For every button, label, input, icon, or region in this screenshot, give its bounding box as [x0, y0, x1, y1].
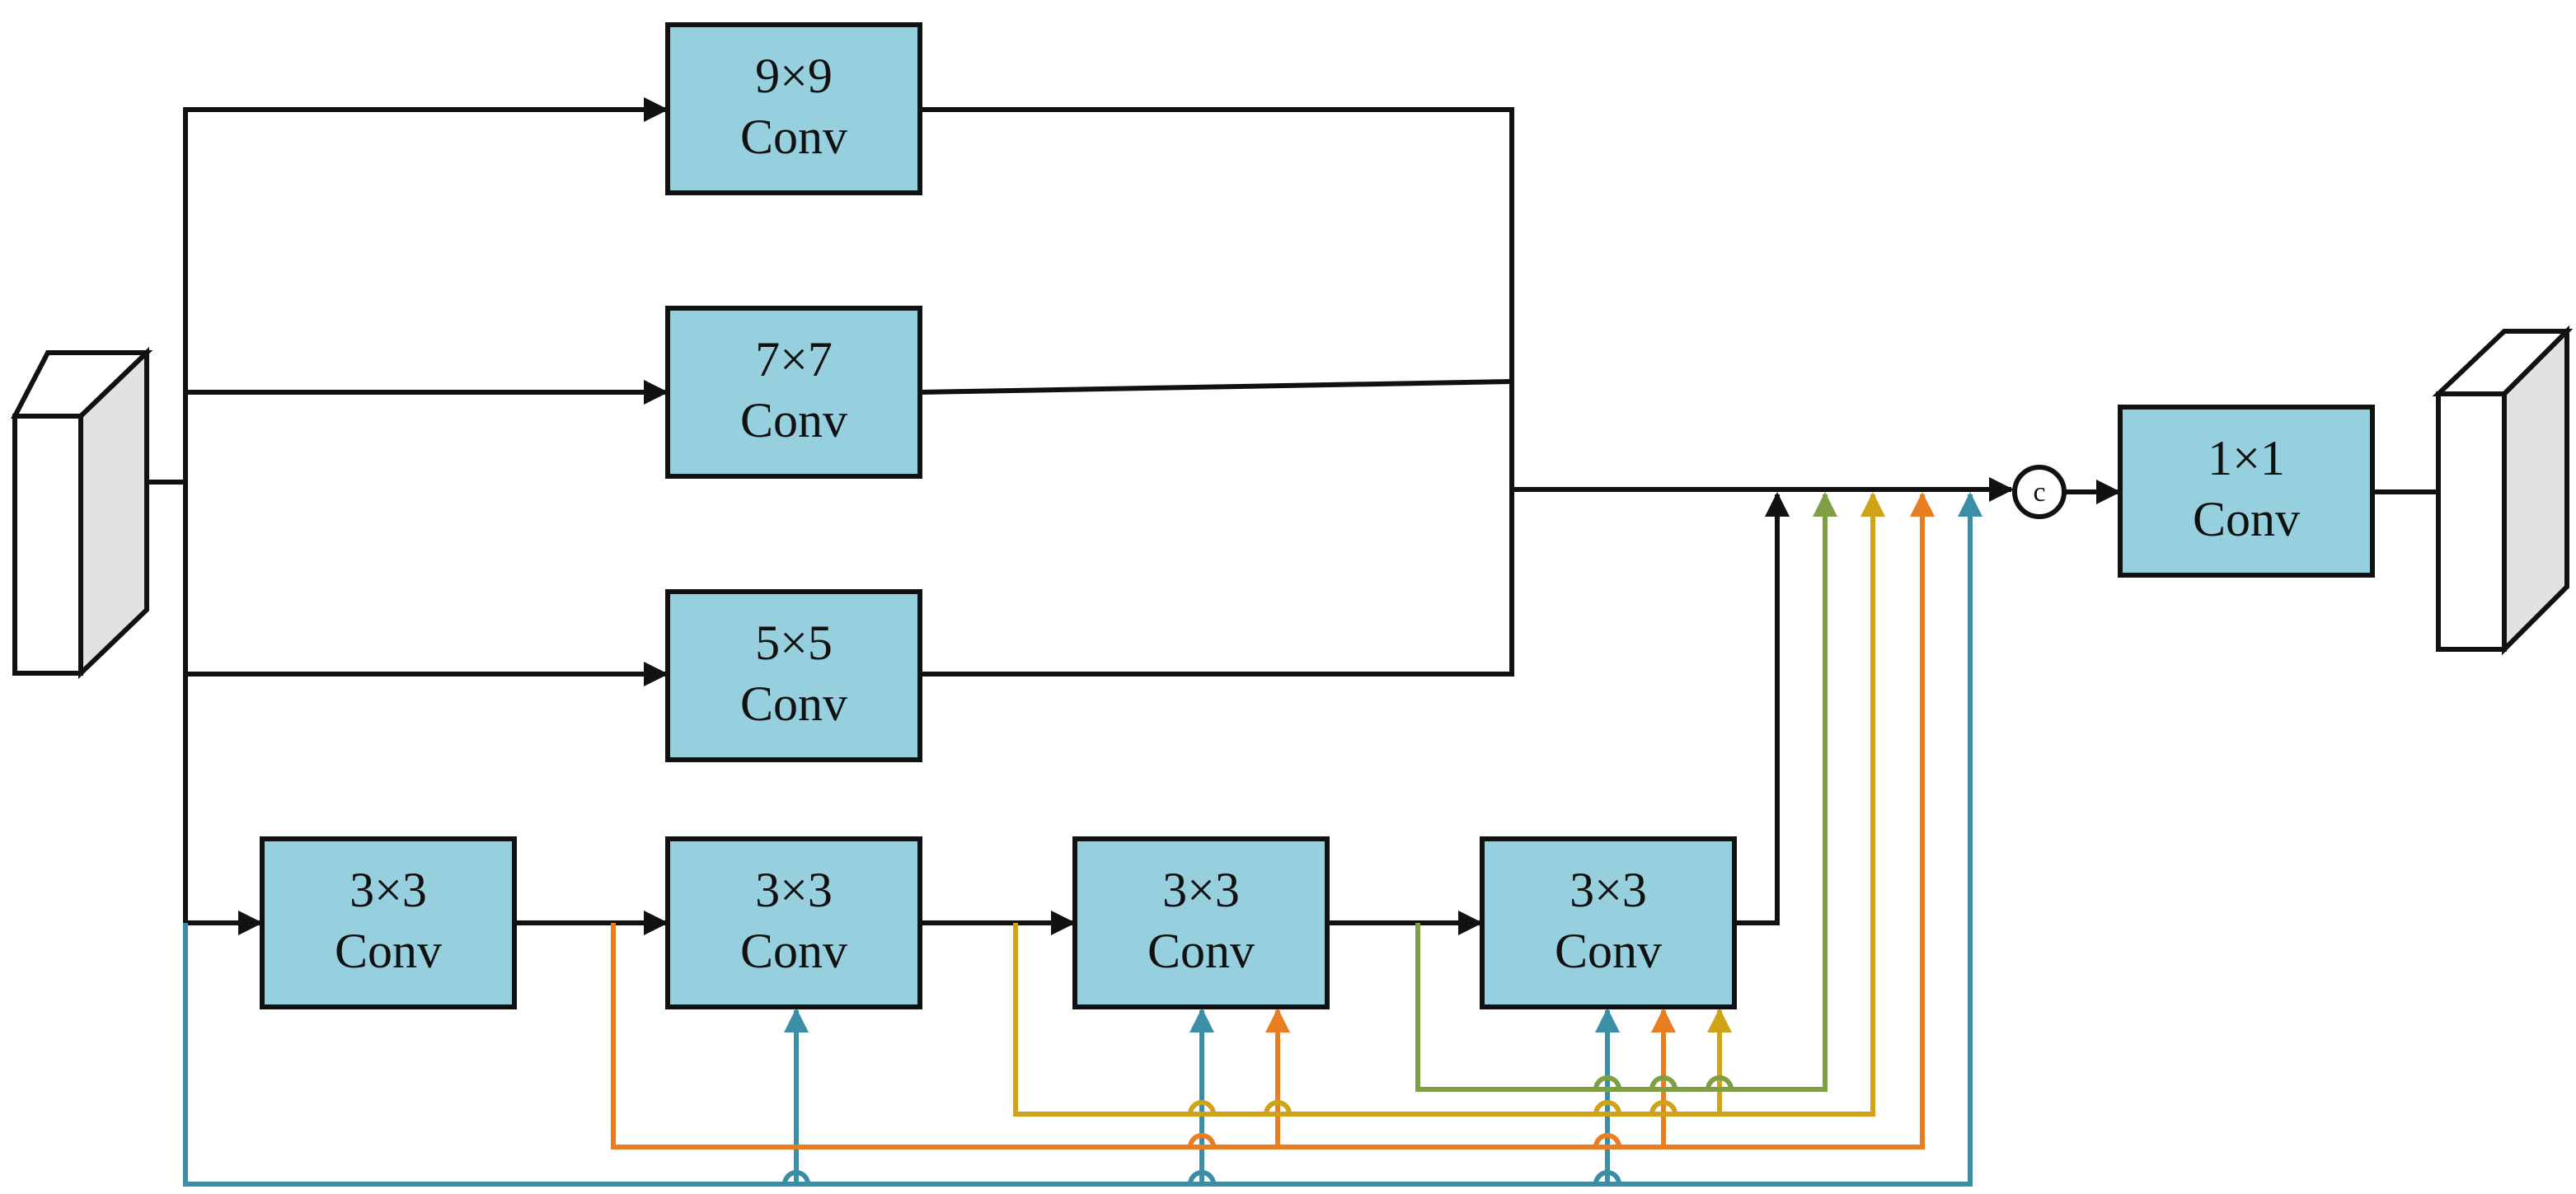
conv-3x3-3-type-label: Conv — [1147, 924, 1255, 978]
conv-3x3-4-kernel-label: 3×3 — [1570, 863, 1647, 917]
conv-7x7-kernel-label: 7×7 — [755, 332, 833, 386]
conv-1x1-type-label: Conv — [2193, 492, 2300, 546]
conv-7x7-type-label: Conv — [740, 393, 847, 447]
conv-3x3-block-2: 3×3 Conv — [665, 836, 922, 1009]
conv-3x3-3-kernel-label: 3×3 — [1162, 863, 1240, 917]
teal-skip-connections — [183, 492, 1982, 1187]
output-feature-map — [2432, 325, 2574, 656]
input-feature-map — [11, 346, 153, 680]
conv-9x9-kernel-label: 9×9 — [755, 49, 833, 103]
conv-3x3-block-3: 3×3 Conv — [1072, 836, 1330, 1009]
conv-5x5-kernel-label: 5×5 — [755, 616, 833, 670]
conv-3x3-block-1: 3×3 Conv — [260, 836, 517, 1009]
conv-1x1-kernel-label: 1×1 — [2208, 431, 2285, 485]
conv-3x3-4-type-label: Conv — [1555, 924, 1662, 978]
conv-5x5-type-label: Conv — [740, 677, 847, 731]
conv-7x7-block: 7×7 Conv — [665, 306, 922, 479]
concat-node: c — [2012, 465, 2067, 519]
line-crossing-hops — [782, 1075, 1734, 1185]
conv-3x3-1-kernel-label: 3×3 — [350, 863, 427, 917]
conv-3x3-block-4: 3×3 Conv — [1480, 836, 1737, 1009]
conv-3x3-2-type-label: Conv — [740, 924, 847, 978]
conv-3x3-2-kernel-label: 3×3 — [755, 863, 833, 917]
concat-label: c — [2033, 477, 2045, 508]
conv-9x9-type-label: Conv — [740, 110, 847, 164]
conv-9x9-block: 9×9 Conv — [665, 22, 922, 195]
conv-1x1-block: 1×1 Conv — [2118, 405, 2375, 578]
conv-3x3-1-type-label: Conv — [335, 924, 442, 978]
conv-5x5-block: 5×5 Conv — [665, 589, 922, 762]
gold-skip-connections — [1013, 492, 1885, 1117]
main-wiring — [147, 97, 2438, 935]
